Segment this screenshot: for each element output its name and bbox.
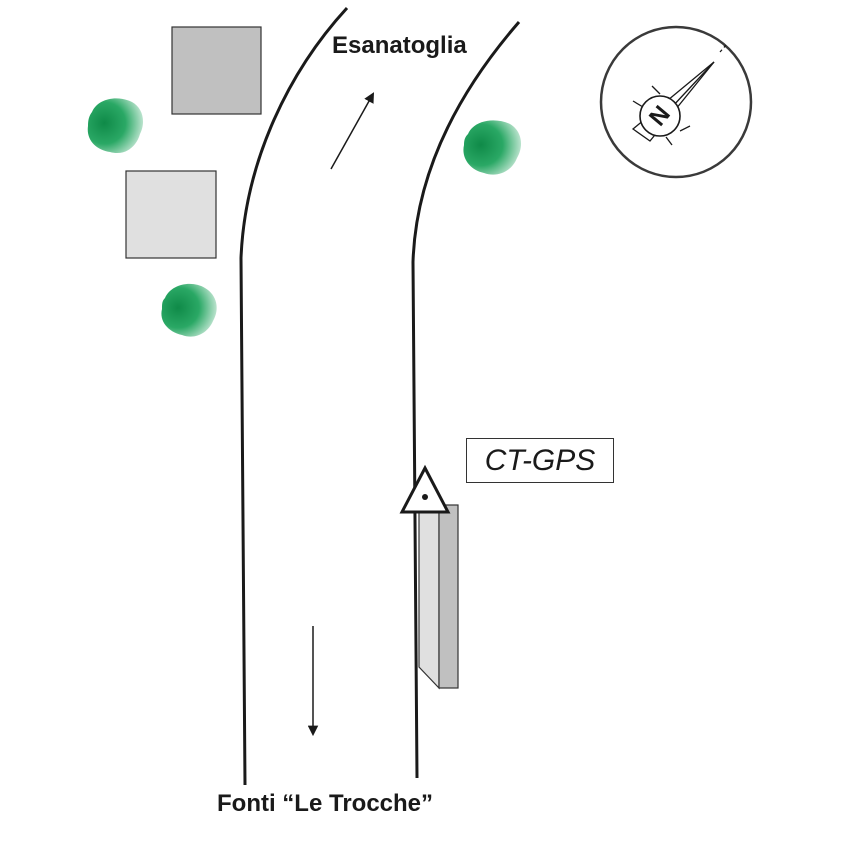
destination-label-north: Esanatoglia xyxy=(332,32,467,59)
tree-icon xyxy=(161,283,217,337)
road-right-edge xyxy=(411,21,521,779)
road-left-edge xyxy=(239,6,349,786)
station-code: CT-GPS xyxy=(484,443,596,477)
compass-icon: N xyxy=(599,25,753,179)
building-dark xyxy=(171,26,262,115)
roadside-structure-dark xyxy=(438,504,459,689)
triangle-station-icon xyxy=(399,464,451,514)
station-label-box: CT-GPS xyxy=(466,438,614,483)
direction-arrow-north xyxy=(330,92,375,170)
roadside-structure-light xyxy=(418,504,440,690)
destination-label-south: Fonti “Le Trocche” xyxy=(217,790,434,817)
tree-icon xyxy=(463,120,522,175)
building-light xyxy=(125,170,217,259)
tree-icon xyxy=(87,98,144,154)
